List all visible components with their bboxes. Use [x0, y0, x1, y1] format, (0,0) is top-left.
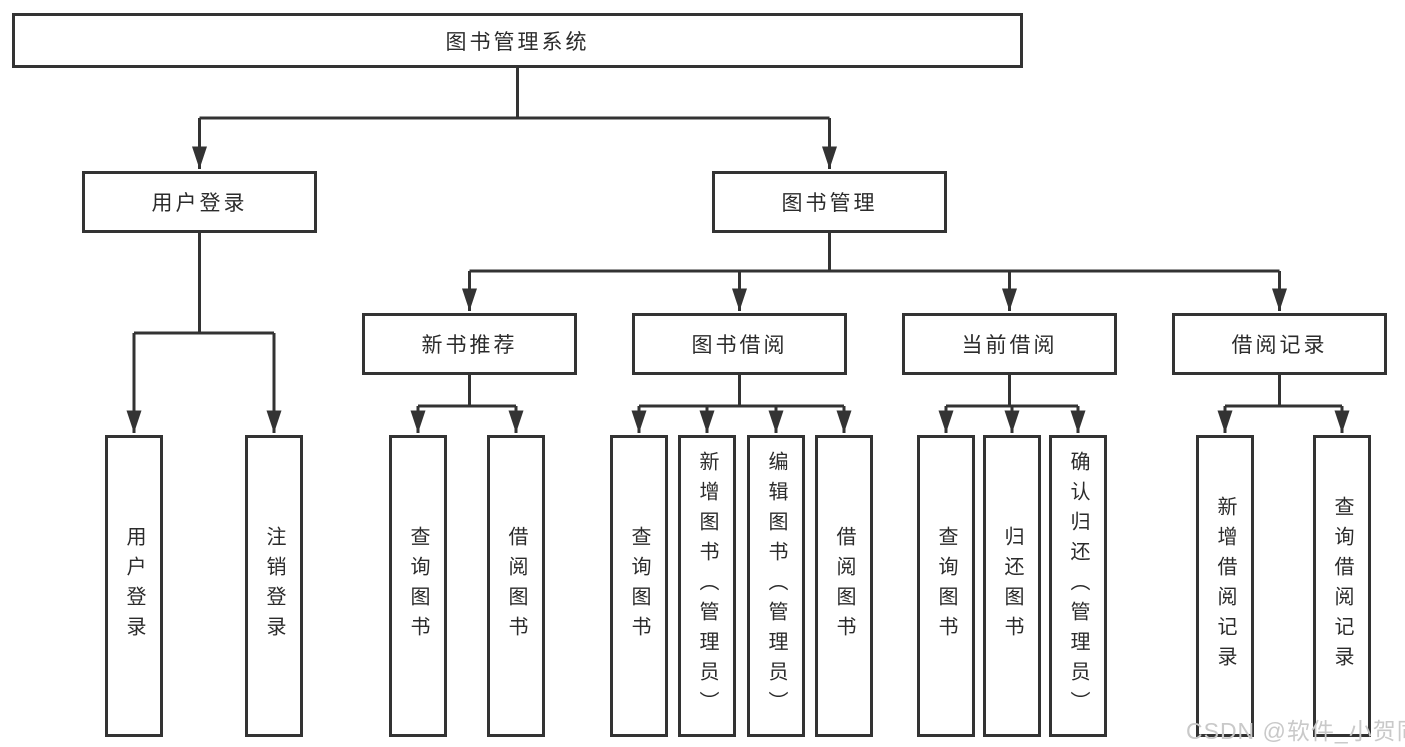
leaf-query-borrow-record: 查询借阅记录 — [1313, 435, 1371, 737]
leaf-add-books-admin: 新增图书（管理员） — [678, 435, 736, 737]
leaf-borrow-books: 借阅图书 — [815, 435, 873, 737]
leaf-label: 用户登录 — [123, 526, 145, 646]
csdn-watermark: CSDN @软件_小贺同学 — [1186, 718, 1405, 744]
node-book-borrowing: 图书借阅 — [632, 313, 847, 375]
leaf-borrow-books: 借阅图书 — [487, 435, 545, 737]
leaf-label: 查询图书 — [935, 526, 957, 646]
leaf-label: 确认归还（管理员） — [1067, 451, 1089, 721]
node-library-management-system: 图书管理系统 — [12, 13, 1023, 68]
node-borrowing-records: 借阅记录 — [1172, 313, 1387, 375]
leaf-query-books: 查询图书 — [389, 435, 447, 737]
leaf-label: 查询图书 — [628, 526, 650, 646]
leaf-query-books: 查询图书 — [917, 435, 975, 737]
leaf-label: 编辑图书（管理员） — [765, 451, 787, 721]
node-new-book-recommendation: 新书推荐 — [362, 313, 577, 375]
leaf-label: 新增图书（管理员） — [696, 451, 718, 721]
leaf-label: 查询借阅记录 — [1331, 496, 1353, 676]
leaf-query-books: 查询图书 — [610, 435, 668, 737]
leaf-user-login: 用户登录 — [105, 435, 163, 737]
node-current-borrowing: 当前借阅 — [902, 313, 1117, 375]
leaf-edit-books-admin: 编辑图书（管理员） — [747, 435, 805, 737]
leaf-label: 新增借阅记录 — [1214, 496, 1236, 676]
leaf-label: 借阅图书 — [833, 526, 855, 646]
leaf-label: 注销登录 — [263, 526, 285, 646]
leaf-confirm-return-admin: 确认归还（管理员） — [1049, 435, 1107, 737]
leaf-label: 查询图书 — [407, 526, 429, 646]
leaf-add-borrow-record: 新增借阅记录 — [1196, 435, 1254, 737]
leaf-logout: 注销登录 — [245, 435, 303, 737]
leaf-label: 归还图书 — [1001, 526, 1023, 646]
leaf-return-books: 归还图书 — [983, 435, 1041, 737]
node-user-login: 用户登录 — [82, 171, 317, 233]
node-book-management: 图书管理 — [712, 171, 947, 233]
leaf-label: 借阅图书 — [505, 526, 527, 646]
